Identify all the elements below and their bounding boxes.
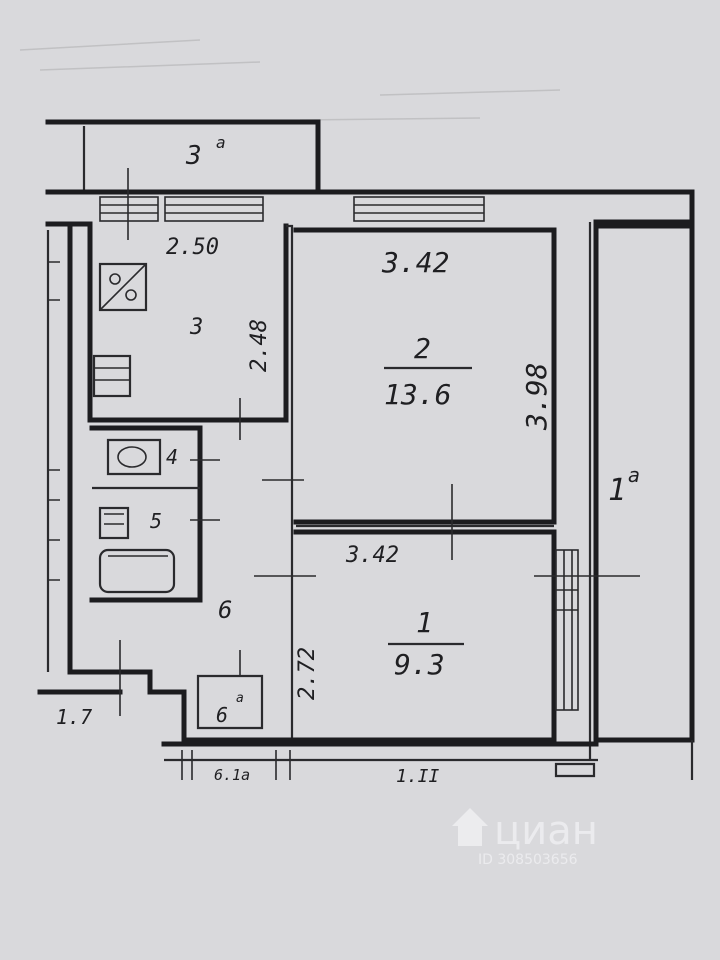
bedroom-walls	[293, 227, 557, 528]
kitchen-walls	[87, 223, 294, 740]
kitchen-number: 3	[189, 315, 203, 340]
kitchen-width: 2.50	[166, 235, 219, 260]
annotation-bottom-closet: 6.1a	[214, 766, 250, 784]
right-window	[555, 549, 579, 711]
bathroom-sink-icon	[98, 506, 130, 540]
toilet-icon	[106, 438, 162, 476]
stove-icon	[98, 262, 148, 312]
stair-superscript: a	[628, 463, 640, 487]
top-wall	[45, 189, 695, 227]
kitchen-depth: 2.48	[247, 319, 272, 372]
watermark-id: ID 308503656	[478, 852, 578, 868]
background-marks	[19, 39, 561, 121]
balcony-superscript: a	[216, 133, 226, 152]
kitchen-sink-icon	[92, 354, 132, 398]
living-room-walls	[293, 529, 557, 743]
balcony-number: 3	[185, 141, 202, 171]
bedroom-width: 3.42	[381, 246, 449, 279]
bedroom-area: 13.6	[384, 378, 451, 411]
balcony-outline	[45, 119, 321, 195]
closet-number: 6	[216, 703, 228, 727]
annotation-bottom-right: 1.II	[396, 766, 440, 787]
left-wall	[46, 223, 73, 675]
living-area: 9.3	[394, 648, 445, 681]
bathroom-number: 5	[150, 509, 162, 533]
axis-ticks	[119, 168, 640, 716]
hall-number: 6	[218, 596, 232, 624]
watermark: циан ID 308503656	[452, 808, 598, 868]
wc-bath-walls	[89, 425, 203, 603]
watermark-brand: циан	[494, 808, 598, 854]
living-number: 1	[416, 606, 433, 639]
bathtub-icon	[98, 548, 176, 594]
stair-label: 1	[608, 473, 626, 508]
stair-block	[588, 222, 695, 760]
bottom-wall	[161, 740, 694, 780]
area-underlines	[384, 366, 472, 646]
living-depth: 2.72	[295, 647, 320, 700]
bedroom-number: 2	[414, 332, 431, 365]
bedroom-depth: 3.98	[520, 363, 553, 431]
toilet-number: 4	[166, 445, 178, 469]
closet-superscript: a	[236, 691, 244, 706]
cian-logo-icon	[452, 808, 488, 846]
annotation-bottom-left: 1.7	[56, 705, 92, 729]
living-width: 3.42	[345, 543, 399, 568]
